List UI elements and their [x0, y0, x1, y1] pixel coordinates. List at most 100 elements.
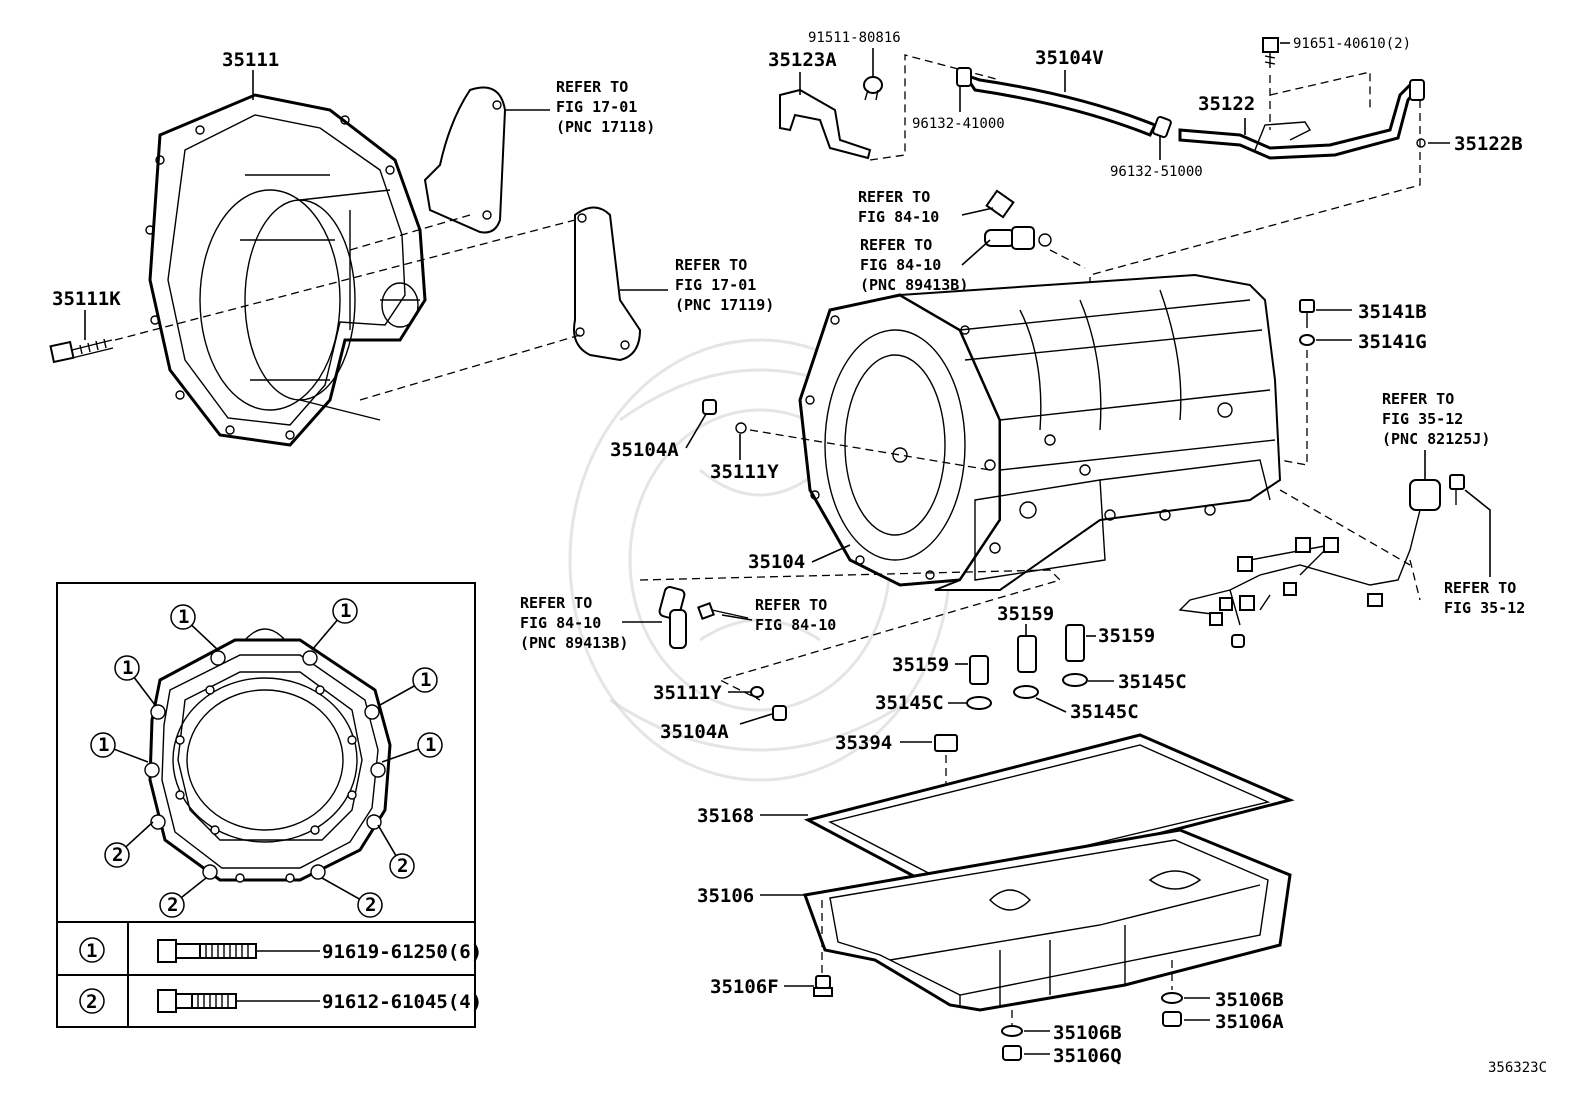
bolt-hole: [370, 762, 386, 778]
inset-callout: 2: [321, 877, 383, 918]
inset-callout: 2: [104, 821, 154, 868]
svg-text:REFER TO: REFER TO: [556, 78, 628, 96]
bolt-hole: [364, 704, 380, 720]
svg-text:REFER TO: REFER TO: [520, 594, 592, 612]
part-label: 35141B: [1358, 301, 1427, 323]
bolt-35111k-drawing: [49, 338, 114, 364]
inset-callout: 1: [114, 655, 156, 706]
bolt-hole: [144, 762, 160, 778]
callout-number: 1: [98, 734, 109, 756]
bolt-hole: [315, 685, 325, 695]
bolt-hole: [310, 825, 320, 835]
part-label: 35106F: [710, 976, 779, 998]
part-label: 35111K: [52, 288, 121, 310]
cover-plate-upper-drawing: [423, 86, 507, 234]
bolt-table-row: 1 91619-61250(6): [79, 937, 482, 963]
part-label: 35159: [997, 603, 1054, 625]
part-label: 96132-51000: [1110, 164, 1203, 180]
refer-note: REFER TO FIG 84-10: [755, 596, 836, 634]
callout-number: 2: [397, 855, 408, 877]
part-label: 35159: [1098, 625, 1155, 647]
part-label: 35122: [1198, 93, 1255, 115]
svg-text:(PNC 89413B): (PNC 89413B): [860, 276, 968, 294]
svg-text:FIG 35-12: FIG 35-12: [1444, 599, 1525, 617]
sensor-plug-drawing: [984, 189, 1052, 250]
svg-text:(PNC 82125J): (PNC 82125J): [1382, 430, 1490, 448]
svg-text:(PNC 17118): (PNC 17118): [556, 118, 655, 136]
refer-note: REFER TO FIG 84-10 (PNC 89413B): [520, 594, 628, 652]
part-label: 35111Y: [653, 682, 722, 704]
part-label: 35168: [697, 805, 754, 827]
svg-text:FIG 84-10: FIG 84-10: [860, 256, 941, 274]
part-label: 35106A: [1215, 1011, 1284, 1033]
part-label: 35123A: [768, 49, 837, 71]
bolt-hole: [210, 650, 226, 666]
diagram-code: 356323C: [1488, 1060, 1547, 1076]
callout-number: 1: [420, 669, 431, 691]
svg-text:FIG 84-10: FIG 84-10: [755, 616, 836, 634]
svg-text:(PNC 17119): (PNC 17119): [675, 296, 774, 314]
speed-sensor-drawing: [658, 586, 749, 649]
svg-text:FIG 17-01: FIG 17-01: [556, 98, 637, 116]
drain-bolts-drawing: [813, 975, 1183, 1061]
svg-text:FIG 17-01: FIG 17-01: [675, 276, 756, 294]
inset-callout: 1: [379, 667, 438, 706]
refer-note: REFER TO FIG 17-01 (PNC 17118): [556, 78, 655, 136]
part-label: 91511-80816: [808, 30, 901, 46]
bell-housing-drawing: [145, 93, 427, 447]
part-label: 91612-61045(4): [322, 991, 482, 1013]
svg-text:FIG 84-10: FIG 84-10: [858, 208, 939, 226]
part-label: 35159: [892, 654, 949, 676]
inset-callout: 2: [377, 824, 415, 879]
part-label: 35122B: [1454, 133, 1523, 155]
callout-number: 1: [340, 600, 351, 622]
part-label: 35104A: [660, 721, 729, 743]
bolt-location-inset: [56, 582, 476, 1028]
hose-35104v-drawing: [956, 67, 1172, 139]
part-label: 35106B: [1053, 1022, 1122, 1044]
part-label: 35111Y: [710, 461, 779, 483]
bracket-35123a-drawing: [779, 76, 883, 160]
refer-note: REFER TO FIG 84-10: [858, 188, 939, 226]
inset-callout: 1: [381, 732, 443, 763]
bolt-hole: [302, 650, 318, 666]
part-label: 35104V: [1035, 47, 1104, 69]
pipe-35122-drawing: [1178, 37, 1425, 160]
svg-text:REFER TO: REFER TO: [755, 596, 827, 614]
svg-text:1: 1: [86, 940, 97, 962]
part-label: 35145C: [1118, 671, 1187, 693]
bolt-hole: [202, 864, 218, 880]
inset-callout: 1: [170, 604, 219, 651]
bolt-hole: [285, 873, 295, 883]
refer-note: REFER TO FIG 84-10 (PNC 89413B): [860, 236, 968, 294]
bolt-table-row: 2 91612-61045(4): [79, 988, 482, 1014]
bolt-hole: [205, 685, 215, 695]
bolt-hole: [347, 735, 357, 745]
part-label: 35394: [835, 732, 892, 754]
callout-number: 1: [122, 657, 133, 679]
svg-text:REFER TO: REFER TO: [860, 236, 932, 254]
plug-35104a-2-drawing: [750, 686, 787, 721]
part-label: 35111: [222, 49, 279, 71]
svg-text:REFER TO: REFER TO: [858, 188, 930, 206]
wire-harness-drawing: [1178, 474, 1465, 648]
svg-text:REFER TO: REFER TO: [1382, 390, 1454, 408]
callout-number: 1: [425, 734, 436, 756]
plug-35104a-drawing: [702, 399, 747, 434]
part-label: 35145C: [875, 692, 944, 714]
callout-number: 2: [112, 844, 123, 866]
cover-plate-lower-drawing: [573, 206, 642, 362]
transmission-case-drawing: [798, 273, 1282, 591]
part-label: 35104A: [610, 439, 679, 461]
svg-text:FIG 35-12: FIG 35-12: [1382, 410, 1463, 428]
part-label: 96132-41000: [912, 116, 1005, 132]
inset-callout: 1: [311, 598, 358, 651]
part-label: 35106: [697, 885, 754, 907]
part-label: 35106Q: [1053, 1045, 1122, 1067]
part-label: 35145C: [1070, 701, 1139, 723]
bolt-hole: [175, 735, 185, 745]
bolt-hole: [235, 873, 245, 883]
inset-bolt-holes: [144, 650, 386, 883]
svg-text:REFER TO: REFER TO: [675, 256, 747, 274]
